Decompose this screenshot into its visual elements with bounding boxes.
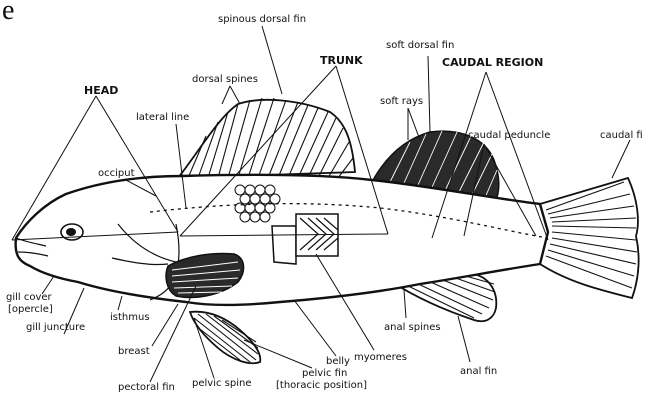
label-breast: breast (118, 346, 150, 357)
label-pelvic-fin: pelvic fin (302, 368, 347, 379)
label-occiput: occiput (98, 168, 135, 179)
label-trunk: TRUNK (320, 54, 363, 67)
label-pelvic-spine: pelvic spine (192, 378, 251, 389)
label-gill-juncture: gill juncture (26, 322, 85, 333)
label-head: HEAD (84, 84, 118, 97)
label-thoracic-position: [thoracic position] (276, 380, 367, 391)
caudal-fin (540, 178, 639, 298)
label-spinous-dorsal-fin: spinous dorsal fin (218, 14, 306, 25)
spinous-dorsal-fin (178, 98, 355, 178)
label-caudal-region: CAUDAL REGION (442, 56, 543, 69)
label-caudal-fin: caudal fi (600, 130, 643, 141)
label-caudal-peduncle: caudal peduncle (468, 130, 550, 141)
label-dorsal-spines: dorsal spines (192, 74, 258, 85)
label-myomeres: myomeres (354, 352, 407, 363)
label-gill-cover: gill cover (6, 292, 53, 303)
label-soft-dorsal-fin: soft dorsal fin (386, 40, 454, 51)
label-soft-rays: soft rays (380, 96, 423, 107)
label-lateral-line: lateral line (136, 112, 189, 123)
label-pectoral-fin: pectoral fin (118, 382, 175, 393)
label-belly: belly (326, 356, 350, 367)
label-anal-fin: anal fin (460, 366, 497, 377)
label-opercle: [opercle] (8, 304, 53, 315)
label-isthmus: isthmus (110, 312, 150, 323)
label-anal-spines: anal spines (384, 322, 441, 333)
